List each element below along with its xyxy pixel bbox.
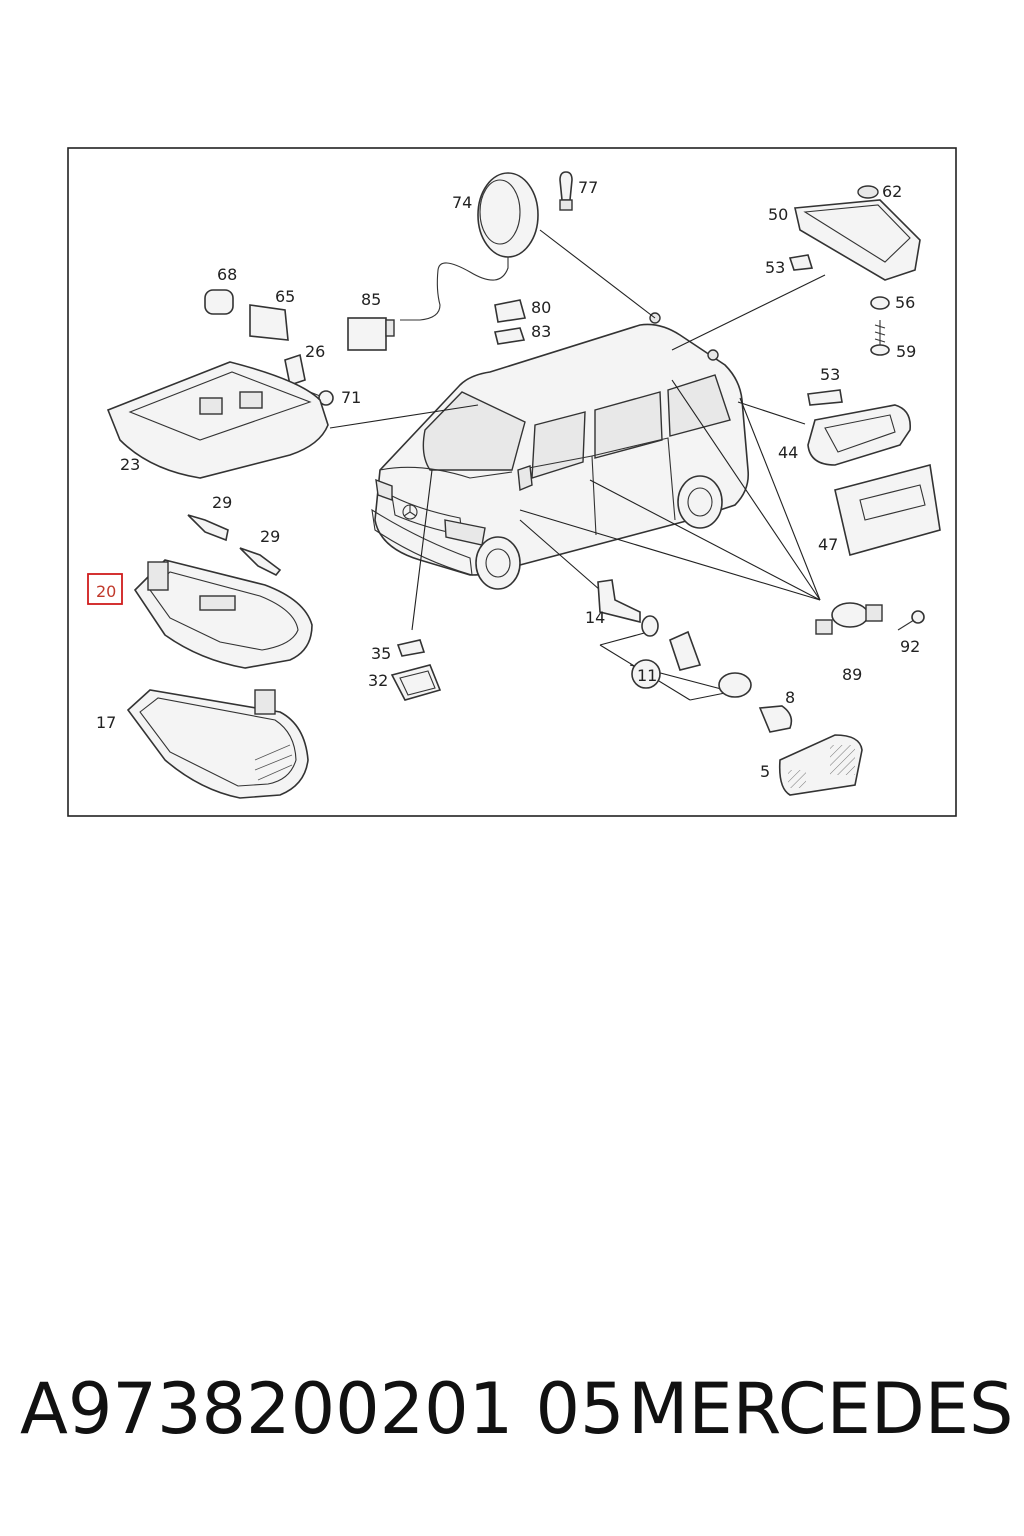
callout-17: 17 [96,713,116,732]
callout-83: 83 [531,322,551,341]
handle-44 [807,404,912,466]
bracket-26 [284,353,306,387]
callout-29-a: 29 [212,493,232,512]
bulb-77 [559,171,573,211]
festoon-bulb-29a [187,514,229,542]
bracket-14 [597,579,641,624]
callout-89: 89 [842,665,862,684]
callout-68: 68 [217,265,237,284]
callout-53-side: 53 [820,365,840,384]
callout-80: 80 [531,298,551,317]
bulb-8 [758,705,793,733]
screw-59 [870,320,890,356]
van-illustration [371,312,750,590]
callout-29-b: 29 [260,527,280,546]
callout-23: 23 [120,455,140,474]
side-marker-5 [778,734,863,796]
callout-92: 92 [900,637,920,656]
callout-11: 11 [637,666,657,685]
callout-74: 74 [452,193,472,212]
callout-53-top: 53 [765,258,785,277]
callout-59: 59 [896,342,916,361]
footer-caption: A9738200201 05 MERCEDES [0,1368,1024,1478]
callout-85: 85 [361,290,381,309]
lens-68 [204,289,234,315]
callout-65: 65 [275,287,295,306]
highlight-box-20 [87,573,123,605]
callout-77: 77 [578,178,598,197]
callout-32: 32 [368,671,388,690]
lens-cover-17 [126,689,309,799]
callout-44: 44 [778,443,798,462]
callout-35: 35 [371,644,391,663]
nut-56 [870,296,890,310]
roof-console-23 [106,361,329,479]
brand-label: MERCEDES [628,1368,1014,1450]
part-number-label: A9738200201 05 [20,1368,625,1450]
connector-85 [347,317,395,351]
bulb-35 [396,639,426,657]
callout-14: 14 [585,608,605,627]
callout-62: 62 [882,182,902,201]
festoon-bulb-29b [239,547,282,577]
door-switch-89 [815,602,883,635]
callout-8: 8 [785,688,795,707]
callouts: 74 77 62 50 53 56 59 68 65 85 80 83 26 7… [87,178,920,781]
clip-80 [494,299,527,323]
socket-group-11 [631,615,752,698]
callout-47: 47 [818,535,838,554]
callout-50: 50 [768,205,788,224]
panel-47 [834,464,941,556]
lens-65 [249,304,289,341]
screw-92 [897,610,925,631]
callout-56: 56 [895,293,915,312]
switch-32 [390,664,442,701]
clip-83 [494,327,526,345]
bulb-53a [788,254,814,271]
callout-5: 5 [760,762,770,781]
callout-20: 20 [96,582,116,601]
callout-71: 71 [341,388,361,407]
callout-26: 26 [305,342,325,361]
lamp-housing-20 [133,559,313,669]
bulb-53b [807,389,843,406]
lamp-74 [400,172,539,321]
cargo-lamp-50 [794,185,921,281]
